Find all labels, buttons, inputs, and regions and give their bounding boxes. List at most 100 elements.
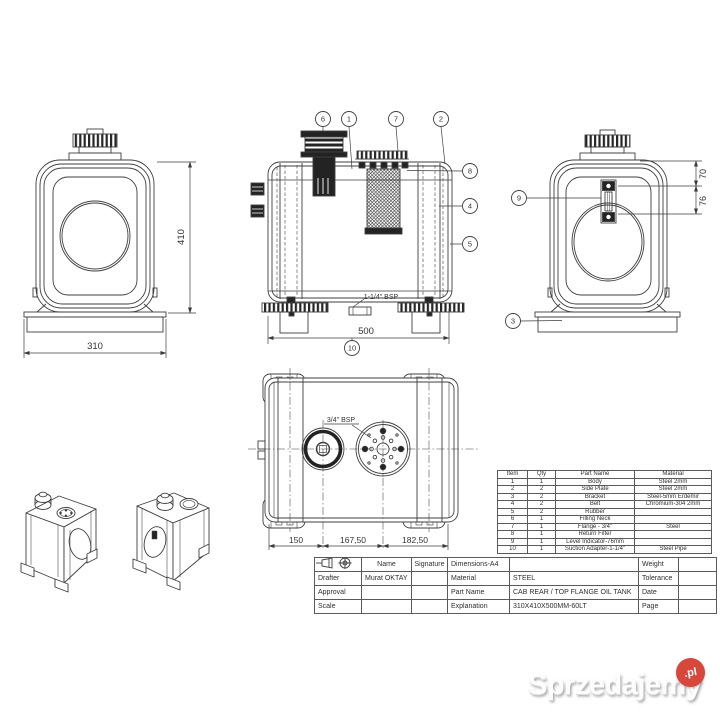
drafter-name-cell: Murat OKTAY (361, 571, 412, 586)
filler-cap-rear (579, 129, 636, 161)
base-plate (26, 316, 164, 333)
dimension-level-span: 76 (698, 196, 708, 206)
qty-cell: 2 (527, 485, 556, 494)
return-filter-flange (355, 150, 409, 235)
tolerance-label-cell: Tolerance (638, 571, 679, 586)
approval-label-cell: Approval (314, 585, 362, 600)
page-label-cell: Page (638, 599, 679, 614)
item-cell: 9 (497, 537, 528, 546)
item-cell: 8 (497, 530, 528, 539)
qty-cell: 1 (527, 530, 556, 539)
svg-text:10: 10 (348, 344, 356, 353)
col-header-qty: Qty (527, 470, 556, 479)
svg-text:1: 1 (347, 115, 351, 124)
dimension-level-offset: 70 (698, 169, 708, 179)
part-name-cell: Suction Adapter-1-1/4" (555, 545, 635, 554)
material-cell: Steel Pipe (634, 545, 712, 554)
rear-view (534, 129, 702, 333)
qty-cell: 1 (527, 477, 556, 486)
side-ports (250, 182, 265, 218)
dimension-seg2: 167,50 (340, 535, 366, 545)
part-name-cell: Level Indicator-76mm (555, 537, 635, 546)
svg-text:6: 6 (321, 115, 325, 124)
signature-header-cell: Signature (411, 557, 448, 572)
svg-text:4: 4 (468, 202, 472, 211)
balloon-6: 6 (315, 111, 331, 127)
mounting-brackets (261, 302, 465, 334)
suction-port-label: 1-1/4" BSP (364, 294, 399, 301)
top-view (248, 368, 478, 550)
balloon-4: 4 (462, 198, 478, 214)
dimension-height: 410 (176, 229, 187, 245)
qty-cell: 1 (527, 537, 556, 546)
material-label-cell: Material (447, 571, 510, 586)
material-cell: Steel-5mm Erdemir (634, 492, 712, 501)
part-name-cell: Return Filter (555, 530, 635, 539)
part-name-cell: Side Plate (555, 485, 635, 494)
part-name-cell: Flange - 3/4" (555, 522, 635, 531)
weight-value-cell (678, 557, 717, 572)
filler-port-label: 3/4" BSP (327, 417, 355, 424)
projection-symbol-icon (316, 557, 352, 569)
name-header-cell: Name (361, 557, 412, 572)
recess-circle (59, 200, 131, 272)
dimension-width: 310 (87, 341, 103, 352)
explanation-label-cell: Explanation (447, 599, 510, 614)
col-header-item: Item (497, 470, 528, 479)
material-value-cell: STEEL (509, 571, 639, 586)
qty-cell: 2 (527, 500, 556, 509)
qty-cell: 1 (527, 515, 556, 524)
flange-top (355, 421, 411, 477)
balloons: 6 1 7 2 8 4 5 10 9 3 (315, 111, 527, 356)
title-block-row: Name Signature Dimensions-A4 Weight (314, 557, 717, 572)
part-name-cell: Filling Neck (555, 515, 635, 524)
qty-cell: 2 (527, 492, 556, 501)
svg-text:9: 9 (517, 194, 521, 203)
balloon-7: 7 (388, 111, 404, 127)
title-block-row: Approval Part Name CAB REAR / TOP FLANGE… (314, 585, 717, 600)
material-cell (634, 530, 712, 539)
watermark: Sprzedajemy .pl (528, 655, 718, 715)
filler-cap-front (68, 128, 122, 161)
part-name-cell: Body (555, 477, 635, 486)
filling-neck (300, 130, 348, 197)
title-block: Name Signature Dimensions-A4 Weight Draf… (314, 557, 717, 614)
date-value-cell (678, 585, 717, 600)
material-cell (634, 537, 712, 546)
item-cell: 1 (497, 477, 528, 486)
balloon-leaders (322, 126, 601, 341)
balloon-3: 3 (505, 313, 521, 329)
title-block-row: Drafter Murat OKTAY Material STEEL Toler… (314, 571, 717, 586)
svg-text:3: 3 (511, 317, 515, 326)
svg-text:5: 5 (468, 240, 472, 249)
part-name-label-cell: Part Name (447, 585, 510, 600)
balloon-5: 5 (462, 236, 478, 252)
scale-label-cell: Scale (314, 599, 362, 614)
projection-symbol-cell (314, 557, 362, 572)
approval-signature-cell (411, 585, 448, 600)
level-indicator (600, 179, 617, 224)
material-cell (634, 507, 712, 516)
material-cell: Steel 2mm (634, 477, 712, 486)
drafter-signature-cell (411, 571, 448, 586)
material-cell: Steel (634, 522, 712, 531)
tank-outline (35, 159, 155, 313)
belt-straps (279, 163, 441, 317)
scale-signature-cell (411, 599, 448, 614)
part-name-cell: Rubber (555, 507, 635, 516)
part-name-value-cell: CAB REAR / TOP FLANGE OIL TANK (509, 585, 639, 600)
qty-cell: 1 (527, 545, 556, 554)
balloon-10: 10 (344, 340, 360, 356)
balloon-8: 8 (462, 163, 478, 179)
balloon-1: 1 (341, 111, 357, 127)
